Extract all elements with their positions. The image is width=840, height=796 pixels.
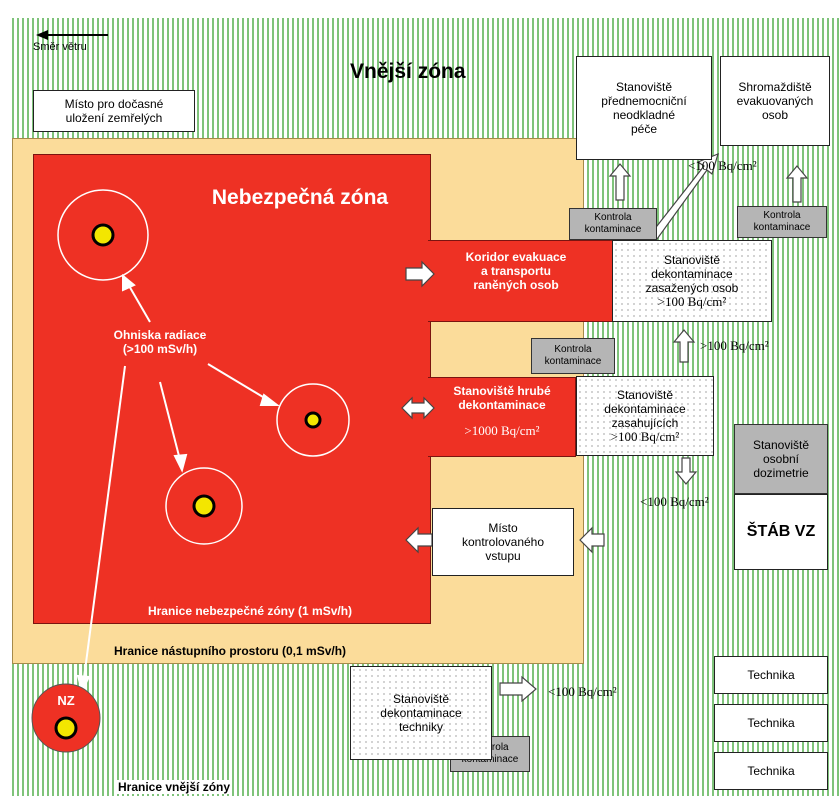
wind-direction-label: Směr větru <box>33 41 87 53</box>
decontamination-affected-label: Stanoviště dekontaminace zasažených osob <box>645 253 739 295</box>
decontamination-responders-limit: >100 Bq/cm² <box>610 429 680 444</box>
nz-label: NZ <box>57 693 75 708</box>
radiation-source-ring <box>165 467 243 545</box>
contamination-limit-label: <100 Bq/cm² <box>640 494 709 509</box>
contamination-limit-label: <100 Bq/cm² <box>548 684 617 699</box>
equipment-box: Technika <box>714 752 828 790</box>
danger-zone-title: Nebezpečná zóna <box>211 186 389 209</box>
rough-decontamination-station <box>428 377 576 457</box>
radiation-source-core <box>192 494 216 518</box>
danger-zone-border-label: Hranice nebezpečné zóny (1 mSv/h) <box>147 604 353 618</box>
radiation-sources-label: Ohniska radiace (>100 mSv/h) <box>113 328 207 356</box>
evacuation-corridor <box>428 240 614 322</box>
contamination-check-box: Kontrola kontaminace <box>531 338 615 374</box>
outer-zone-border-label: Hranice vnější zóny <box>116 780 233 794</box>
equipment-box: Technika <box>714 656 828 694</box>
contamination-limit-label: >100 Bq/cm² <box>700 338 769 353</box>
controlled-entry-point: Místo kontrolovaného vstupu <box>432 508 574 576</box>
evacuee-gathering-point: Shromaždiště evakuovaných osob <box>720 56 830 146</box>
wind-direction-arrow <box>36 30 108 40</box>
radiation-source-ring <box>57 189 149 281</box>
rough-decontamination-label: Stanoviště hrubé dekontaminace <box>453 384 551 412</box>
decontamination-responders-station: Stanoviště dekontaminace zasahujících >1… <box>576 376 714 456</box>
equipment-box: Technika <box>714 704 828 742</box>
staging-area-border-label: Hranice nástupního prostoru (0,1 mSv/h) <box>114 644 347 658</box>
personal-dosimetry-station: Stanoviště osobní dozimetrie <box>734 424 828 494</box>
source-pointer-arrows <box>76 273 280 693</box>
arrow-up <box>785 165 809 203</box>
decontamination-responders-label: Stanoviště dekontaminace zasahujících <box>604 388 686 430</box>
arrow-left <box>579 526 605 554</box>
radiation-source-core <box>304 411 322 429</box>
arrow-right <box>405 260 435 288</box>
headquarters-box: ŠTÁB VZ <box>734 494 828 570</box>
arrow-down <box>674 457 698 485</box>
arrow-up <box>672 329 696 363</box>
radiation-source-ring <box>276 383 350 457</box>
contamination-check-box: Kontrola kontaminace <box>737 206 827 238</box>
equipment-decontamination-station: Stanoviště dekontaminace techniky <box>350 666 492 760</box>
arrow-up <box>608 163 632 201</box>
evacuation-corridor-label: Koridor evakuace a transportu raněných o… <box>465 250 567 292</box>
flow-arrows <box>401 152 809 703</box>
decontamination-affected-station: Stanoviště dekontaminace zasažených osob… <box>612 240 772 322</box>
temporary-storage-box: Místo pro dočasné uložení zemřelých <box>33 90 195 132</box>
contamination-limit-label: <100 Bq/cm² <box>688 158 757 173</box>
prehospital-care-station: Stanoviště přednemocniční neodkladné péč… <box>576 56 712 160</box>
decontamination-affected-limit: >100 Bq/cm² <box>657 294 727 309</box>
arrow-double <box>401 396 435 420</box>
arrow-left <box>405 526 433 554</box>
nz-marker-core <box>54 716 78 740</box>
rough-decontamination-limit: >1000 Bq/cm² <box>464 423 540 438</box>
arrow-right <box>499 675 537 703</box>
outer-zone-title: Vnější zóna <box>350 60 466 83</box>
arrow-diagonal <box>645 152 719 247</box>
contamination-check-box: Kontrola kontaminace <box>569 208 657 240</box>
radiation-source-core <box>91 223 115 247</box>
danger-zone <box>33 154 431 624</box>
